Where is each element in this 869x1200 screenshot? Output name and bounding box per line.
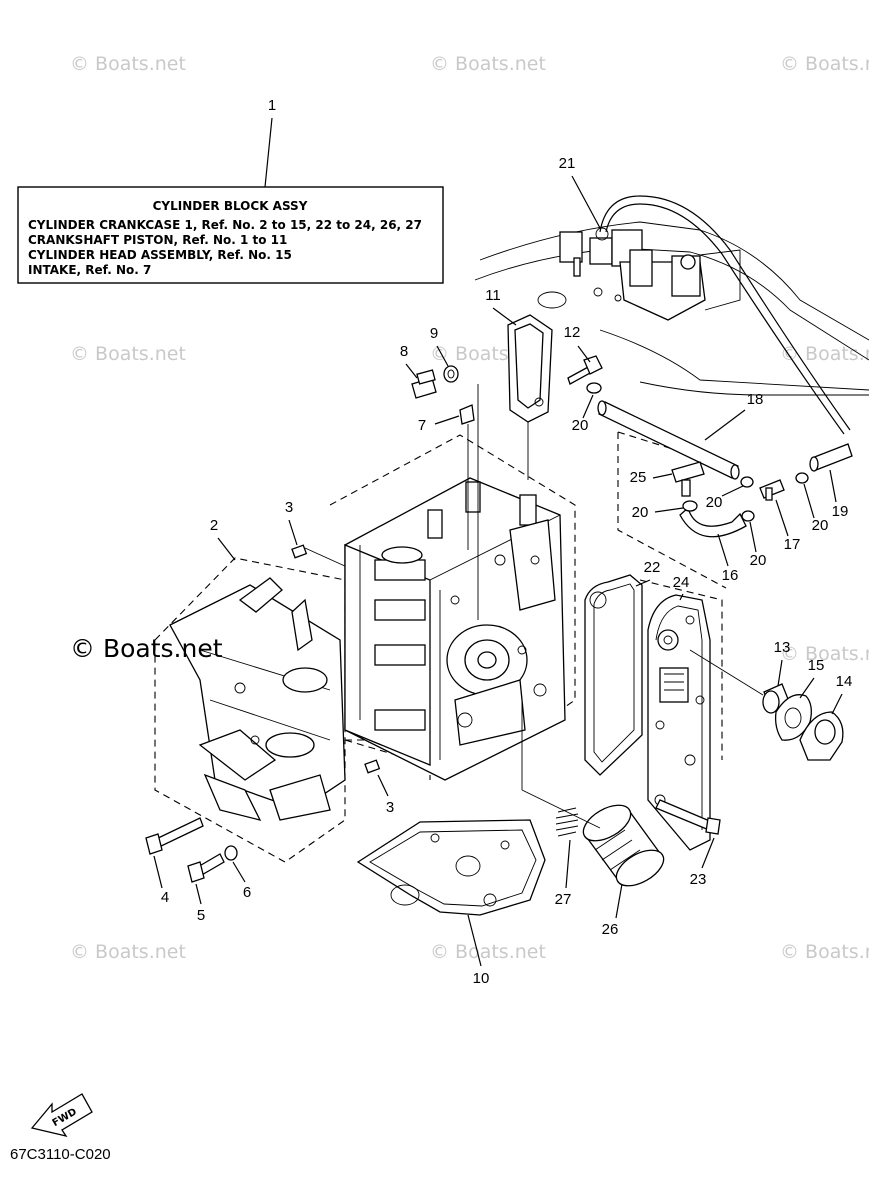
callout-number-4: 4 <box>161 889 169 906</box>
oil-filter-26 <box>521 700 665 919</box>
clamps-20 <box>654 472 815 553</box>
callout-number-20: 20 <box>632 504 649 521</box>
fitting-25 <box>652 461 705 497</box>
watermark-text: © Boats.net <box>780 941 869 963</box>
watermark-text: © Boats.net <box>70 343 186 365</box>
title-box-line-4: INTAKE, Ref. No. 7 <box>28 263 151 277</box>
watermark-text: © Boats.net <box>780 343 869 365</box>
hose-16 <box>679 506 747 567</box>
callout-number-21: 21 <box>559 155 576 172</box>
title-box-line-2: CRANKSHAFT PISTON, Ref. No. 1 to 11 <box>28 233 287 247</box>
callout-number-24: 24 <box>673 574 690 591</box>
plug-8 <box>405 363 437 399</box>
callout-number-19: 19 <box>832 503 849 520</box>
bolt-23 <box>655 799 721 869</box>
callout-number-5: 5 <box>197 907 205 924</box>
fitting-17 <box>759 479 789 537</box>
callout-number-12: 12 <box>564 324 581 341</box>
callout-number-14: 14 <box>836 673 853 690</box>
callout-number-20: 20 <box>750 552 767 569</box>
fitting-7 <box>434 384 479 620</box>
callout-number-17: 17 <box>784 536 801 553</box>
clamp-20-upper <box>582 382 602 419</box>
watermark-text: © Boats.net <box>430 941 546 963</box>
callout-number-6: 6 <box>243 884 251 901</box>
callout-number-20: 20 <box>572 417 589 434</box>
diagram-code: 67C3110-C020 <box>10 1146 111 1163</box>
callout-number-3: 3 <box>285 499 293 516</box>
callout-number-1: 1 <box>268 97 276 114</box>
gasket-10 <box>356 819 546 967</box>
title-box-heading: CYLINDER BLOCK ASSY <box>153 199 308 213</box>
gasket-22 <box>584 574 651 776</box>
callout-number-22: 22 <box>644 559 661 576</box>
watermark-text: © Boats.net <box>70 53 186 75</box>
callout-number-3: 3 <box>386 799 394 816</box>
callout-number-11: 11 <box>485 287 501 304</box>
callout-number-9: 9 <box>430 325 438 342</box>
head-cover-24 <box>647 593 711 851</box>
bolt-5 <box>187 853 225 905</box>
callout-number-18: 18 <box>747 391 764 408</box>
gasket-15 <box>774 677 815 741</box>
callout-number-15: 15 <box>808 657 825 674</box>
watermark-text: © Boats.net <box>780 643 869 665</box>
callout-number-25: 25 <box>630 469 647 486</box>
callout-number-23: 23 <box>690 871 707 888</box>
callout-number-20: 20 <box>706 494 723 511</box>
washer-9 <box>436 345 459 383</box>
title-box-line-3: CYLINDER HEAD ASSEMBLY, Ref. No. 15 <box>28 248 292 262</box>
bolt-4 <box>145 817 204 889</box>
cover-14 <box>799 693 844 761</box>
title-box-line-1: CYLINDER CRANKCASE 1, Ref. No. 2 to 15, … <box>28 218 422 232</box>
watermark-bold: © Boats.net <box>70 634 223 663</box>
callout-layer: 1233456789101112131415161718192020202020… <box>161 97 853 987</box>
washer-6 <box>224 845 246 883</box>
callout-number-16: 16 <box>722 567 739 584</box>
cylinder-block <box>344 477 566 781</box>
crankcase-2 <box>169 537 346 821</box>
watermark-text: © Boats.net <box>430 53 546 75</box>
callout-number-10: 10 <box>473 970 490 987</box>
callout-number-20: 20 <box>812 517 829 534</box>
callout-number-7: 7 <box>418 417 426 434</box>
callout-number-26: 26 <box>602 921 619 938</box>
fwd-arrow-icon: FWD <box>30 1093 93 1138</box>
bracket-11 <box>492 307 553 480</box>
bolt-12 <box>567 345 603 385</box>
callout-number-2: 2 <box>210 517 218 534</box>
callout-number-8: 8 <box>400 343 408 360</box>
watermark-text: © Boats.net <box>70 941 186 963</box>
engine-background-outline <box>474 221 869 396</box>
callout-number-27: 27 <box>555 891 572 908</box>
watermark-text: © Boats.net <box>780 53 869 75</box>
dowel-pins-3 <box>288 519 421 797</box>
title-box: CYLINDER BLOCK ASSY CYLINDER CRANKCASE 1… <box>17 117 444 284</box>
callout-number-13: 13 <box>774 639 791 656</box>
hose-21 <box>571 175 851 435</box>
hose-19 <box>809 443 853 503</box>
spring-27 <box>555 807 579 889</box>
hose-18 <box>597 400 746 480</box>
